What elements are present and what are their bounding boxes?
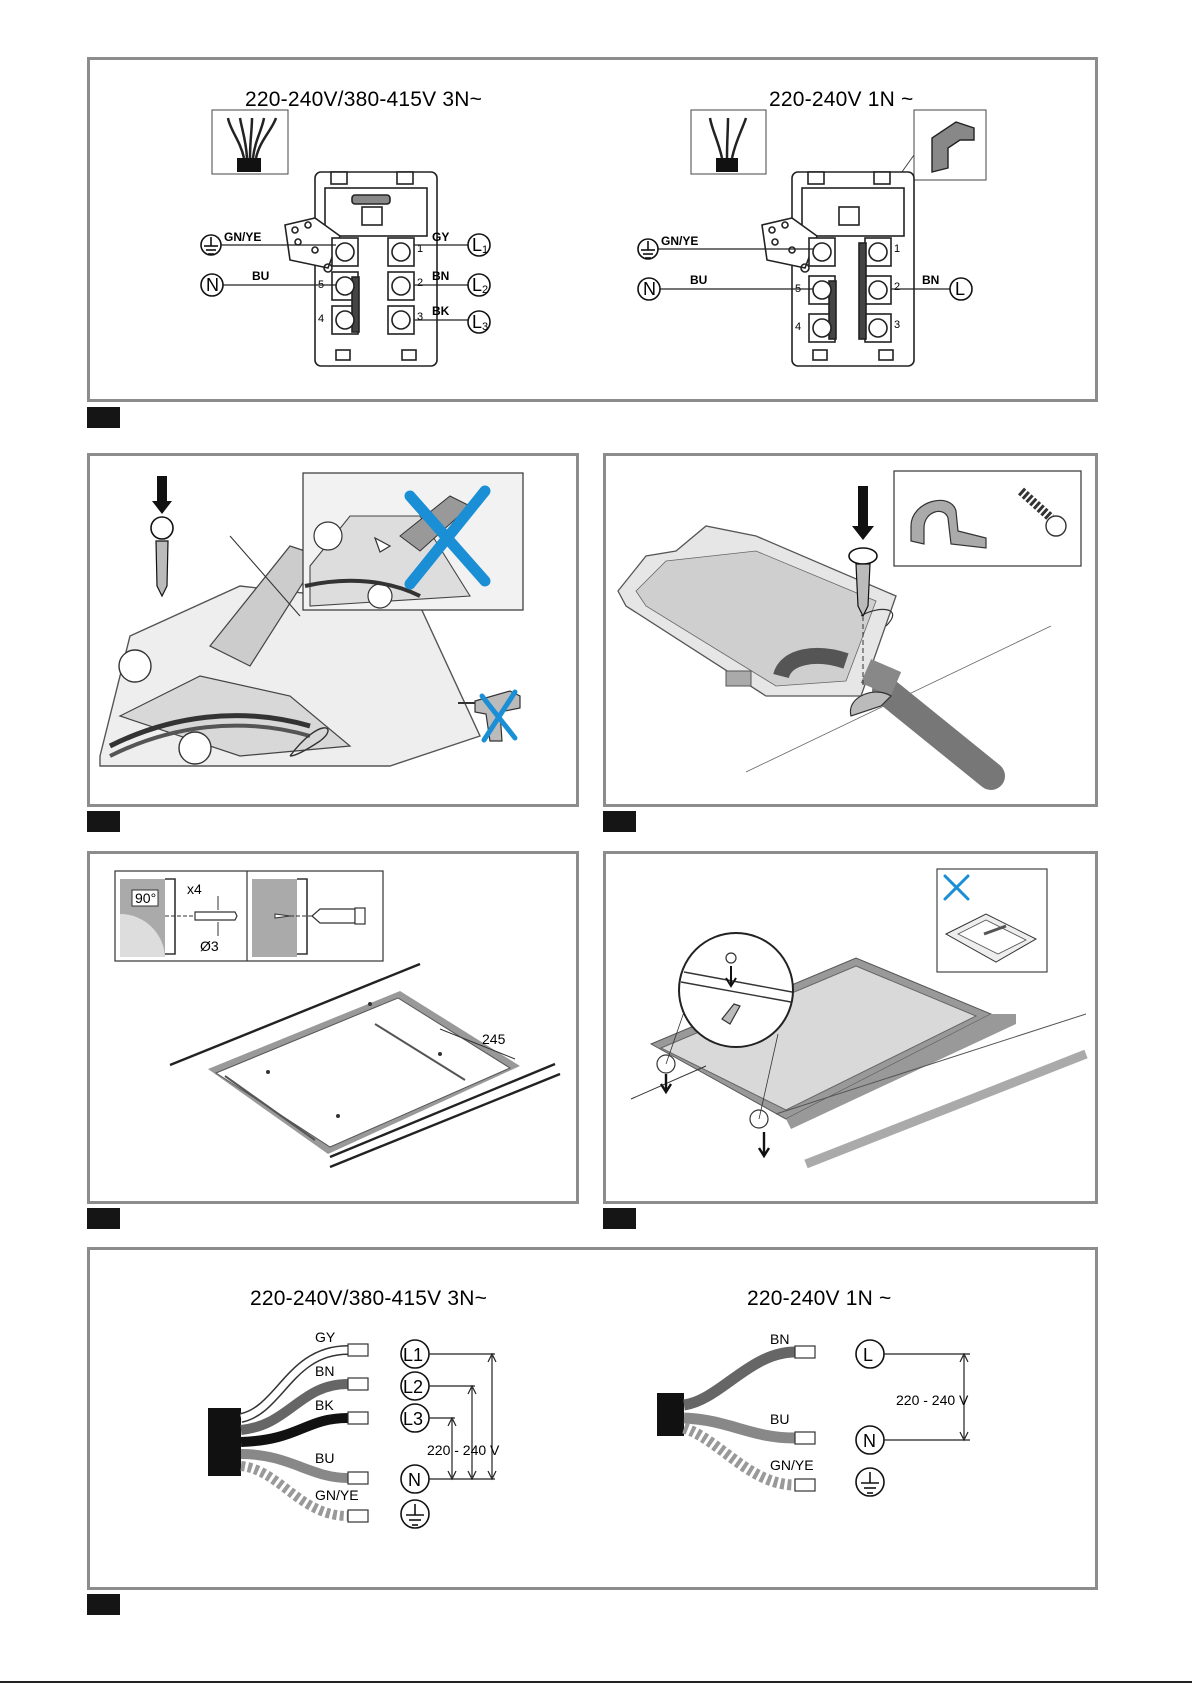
- page-bottom-rule: [0, 1681, 1192, 1683]
- gy-label: GY: [432, 230, 449, 244]
- svg-text:L1: L1: [403, 1345, 423, 1365]
- svg-text:2: 2: [482, 284, 488, 296]
- phase-l2-icon: L 2: [468, 274, 490, 296]
- svg-text:L: L: [472, 235, 482, 255]
- svg-text:N: N: [206, 275, 219, 295]
- bn-label-r: BN: [922, 273, 939, 287]
- bu-label: BU: [252, 269, 269, 283]
- bn-label: BN: [432, 269, 449, 283]
- bk-label: BK: [432, 304, 450, 318]
- terminal-wiring-drawing: 5 4 1 2 3 N GN/YE BU GY BN BK L 1: [90, 60, 1095, 399]
- svg-text:N: N: [863, 1431, 876, 1451]
- panel-screw-terminal-cover: [87, 453, 579, 807]
- svg-text:L: L: [955, 279, 965, 299]
- terminal-number-3-r: 3: [894, 319, 900, 331]
- insert-hob-drawing: [606, 854, 1095, 1201]
- svg-text:N: N: [408, 1470, 421, 1490]
- step-tab-3: [603, 811, 636, 832]
- line-l-icon-r: L: [950, 278, 972, 300]
- bk-wire-label: BK: [315, 1397, 334, 1413]
- gnye-wire-label: GN/YE: [315, 1487, 359, 1503]
- terminal-number-2-r: 2: [894, 281, 900, 293]
- panel-cable-clamp: [603, 453, 1098, 807]
- bu-wire-label: BU: [315, 1450, 334, 1466]
- terminal-block-3n: [285, 172, 437, 366]
- ground-icon-r: [638, 239, 658, 259]
- terminal-number-1-r: 1: [894, 243, 900, 255]
- panel-cable-wiring: 220-240V/380-415V 3N~ 220-240V 1N ~ GY B…: [87, 1247, 1098, 1590]
- voltage-label-1n: 220 - 240 V: [896, 1392, 969, 1408]
- terminal-l1-icon: L1: [401, 1340, 429, 1368]
- neutral-n-icon: N: [201, 274, 223, 296]
- terminal-number-2: 2: [417, 277, 423, 289]
- svg-text:L3: L3: [403, 1409, 423, 1429]
- distance-label: 245: [482, 1031, 506, 1047]
- svg-text:L: L: [472, 312, 482, 332]
- bu-label-r: BU: [690, 273, 707, 287]
- gy-wire-label: GY: [315, 1329, 336, 1345]
- step-tab-1: [87, 407, 120, 428]
- terminal-l-icon-r: L: [856, 1340, 884, 1368]
- screw-icon: [151, 476, 173, 596]
- cable-wiring-drawing: GY BN BK BU GN/YE L1 L2 L3 N: [90, 1250, 1095, 1587]
- svg-text:L2: L2: [403, 1377, 423, 1397]
- terminal-block-1n: [762, 172, 914, 366]
- phase-l1-icon: L 1: [468, 234, 490, 256]
- terminal-n-icon-r: N: [856, 1426, 884, 1454]
- screw-cover-drawing: [90, 456, 576, 804]
- svg-text:L: L: [863, 1345, 873, 1365]
- gnye-label: GN/YE: [224, 230, 261, 244]
- terminal-l2-icon: L2: [401, 1372, 429, 1400]
- svg-text:1: 1: [482, 244, 488, 256]
- neutral-n-icon-r: N: [638, 278, 660, 300]
- cable-clamp-drawing: [606, 456, 1095, 804]
- terminal-number-4-r: 4: [795, 321, 801, 333]
- step-tab-5: [603, 1208, 636, 1229]
- panel-mounting-brackets: 90° x4 Ø3 245: [87, 851, 579, 1204]
- terminal-l3-icon: L3: [401, 1404, 429, 1432]
- mounting-brackets-drawing: 90° x4 Ø3 245: [90, 854, 576, 1201]
- gnye-label-r: GN/YE: [661, 234, 698, 248]
- diameter-label: Ø3: [200, 938, 219, 954]
- svg-text:3: 3: [482, 321, 488, 333]
- step-tab-4: [87, 1208, 120, 1229]
- drill-detail-inset: 90° x4 Ø3: [115, 871, 383, 961]
- voltage-label-3n: 220 - 240 V: [427, 1442, 500, 1458]
- step-tab-6: [87, 1594, 120, 1615]
- bn-wire-label: BN: [315, 1363, 334, 1379]
- bn-wire-label-r: BN: [770, 1331, 789, 1347]
- terminal-n-icon: N: [401, 1465, 429, 1493]
- step-tab-2: [87, 811, 120, 832]
- ground-icon: [201, 235, 221, 255]
- angle-label: 90°: [135, 890, 156, 906]
- gnye-wire-label-r: GN/YE: [770, 1457, 814, 1473]
- ground-icon-2: [401, 1500, 429, 1528]
- svg-text:N: N: [643, 279, 656, 299]
- terminal-number-4: 4: [318, 313, 324, 325]
- terminal-number-3: 3: [417, 311, 423, 323]
- clamp-and-screw-inset: [894, 471, 1081, 566]
- ground-icon-3: [856, 1468, 884, 1496]
- cable-inset-5-wire: [212, 110, 288, 174]
- phase-l3-icon: L 3: [468, 311, 490, 333]
- svg-text:L: L: [472, 275, 482, 295]
- quantity-label: x4: [187, 881, 202, 897]
- cable-inset-3-wire: [691, 110, 766, 174]
- panel-terminal-wiring: 220-240V/380-415V 3N~ 220-240V 1N ~: [87, 57, 1098, 402]
- panel-insert-hob: [603, 851, 1098, 1204]
- bu-wire-label-r: BU: [770, 1411, 789, 1427]
